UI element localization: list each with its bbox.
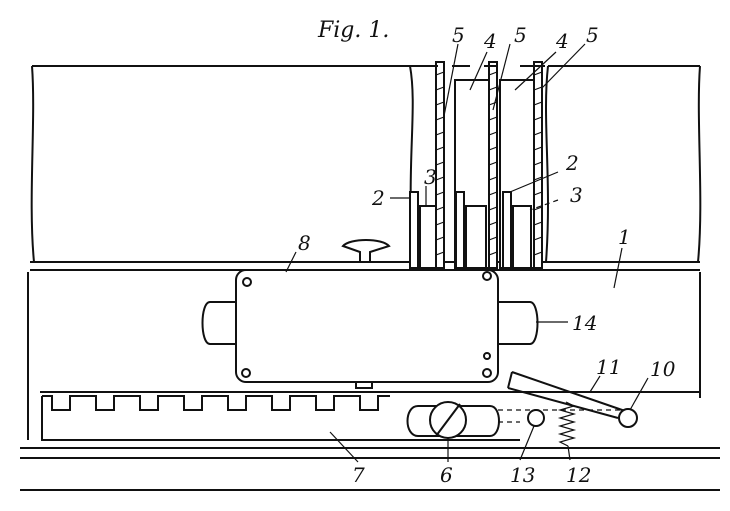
label-2a: 2 bbox=[371, 186, 385, 210]
label-13: 13 bbox=[510, 463, 535, 487]
plate-3-right bbox=[512, 205, 532, 269]
reference-numerals: 5 4 5 4 5 2 3 2 3 8 1 14 11 10 7 6 13 12 bbox=[298, 23, 676, 487]
label-1: 1 bbox=[618, 225, 631, 249]
label-12: 12 bbox=[566, 463, 591, 487]
plate-2-right bbox=[502, 191, 512, 269]
plate-3-left bbox=[419, 205, 437, 269]
label-14: 14 bbox=[572, 311, 597, 335]
label-7: 7 bbox=[352, 463, 365, 487]
label-5a: 5 bbox=[452, 23, 465, 47]
pivot-13 bbox=[527, 409, 545, 427]
label-3a: 3 bbox=[424, 165, 437, 189]
figure-title: Fig. 1. bbox=[317, 18, 389, 43]
label-3b: 3 bbox=[570, 183, 583, 207]
handles bbox=[201, 301, 539, 345]
plate-3-mid bbox=[465, 205, 487, 269]
plate-2-mid bbox=[455, 191, 465, 269]
label-2b: 2 bbox=[565, 151, 579, 175]
rail-body bbox=[20, 272, 720, 491]
label-5c: 5 bbox=[586, 23, 599, 47]
leader-lines bbox=[285, 43, 649, 463]
label-6: 6 bbox=[440, 463, 453, 487]
label-4b: 4 bbox=[555, 29, 569, 53]
plate-stack bbox=[408, 61, 545, 269]
pivot-10 bbox=[618, 408, 638, 428]
latch-mechanism bbox=[406, 371, 638, 447]
rack bbox=[41, 395, 520, 441]
spring-12 bbox=[557, 401, 577, 447]
label-11: 11 bbox=[596, 355, 621, 379]
label-5b: 5 bbox=[514, 23, 527, 47]
lever-11 bbox=[507, 371, 629, 419]
label-4a: 4 bbox=[483, 29, 497, 53]
plate-2-left bbox=[409, 191, 419, 269]
label-10: 10 bbox=[650, 357, 676, 381]
block-8 bbox=[235, 269, 499, 383]
label-8: 8 bbox=[298, 231, 311, 255]
